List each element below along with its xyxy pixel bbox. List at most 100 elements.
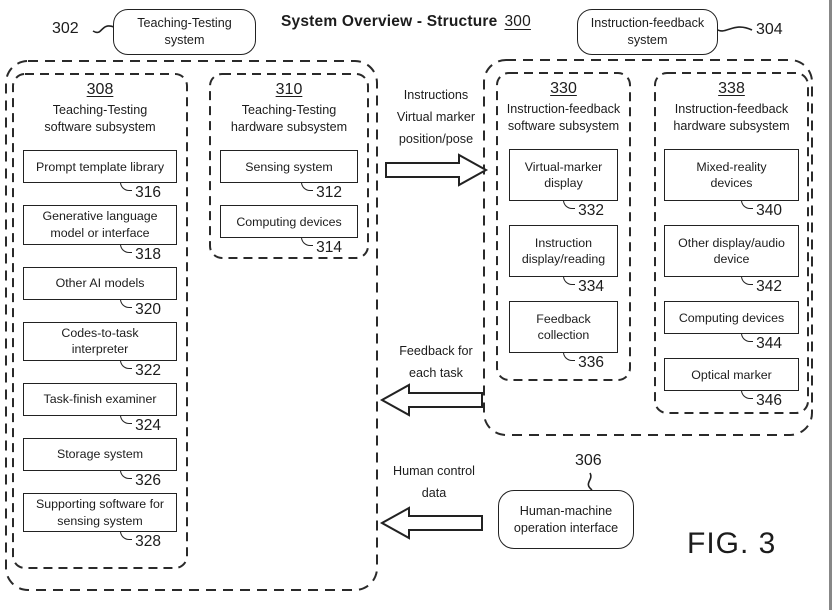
group-330-dashed-container <box>496 72 631 381</box>
box-optical-marker: Optical marker <box>664 358 799 392</box>
group-310-dashed-container <box>209 73 369 259</box>
box-other-ai-models: Other AI models <box>23 266 177 300</box>
ref-tag-328: 328 <box>13 531 187 554</box>
group-310-ref: 310 <box>275 81 303 98</box>
ref-tag-312: 312 <box>210 182 368 205</box>
box-sensing-system: Sensing system <box>220 150 358 184</box>
ref-number-342: 342 <box>756 278 782 296</box>
box-task-finish-examiner: Task-finish examiner <box>23 382 177 416</box>
leader-hook-icon <box>741 200 754 210</box>
group-338-ref: 338 <box>718 80 745 97</box>
box-storage-system: Storage system <box>23 437 177 471</box>
leader-hook-icon <box>120 298 133 308</box>
teaching-testing-system-dashed-container <box>5 60 378 591</box>
connector-306 <box>587 472 593 491</box>
fig-label: FIG. 3 <box>687 527 777 560</box>
group-308-ref: 308 <box>86 81 114 98</box>
ref-tag-334: 334 <box>497 276 630 301</box>
ref-tag-332: 332 <box>497 200 630 225</box>
feedback-arrow-left <box>379 383 483 417</box>
group-338-dashed-container <box>654 72 809 414</box>
leader-hook-icon <box>563 200 576 210</box>
box-prompt-template-library: Prompt template library <box>23 150 177 184</box>
ref-tag-320: 320 <box>13 298 187 322</box>
figure-title: System Overview - Structure 300 <box>281 13 531 31</box>
ref-number-318: 318 <box>135 245 161 263</box>
ref-number-340: 340 <box>756 202 782 220</box>
ref-tag-346: 346 <box>655 390 808 415</box>
leader-hook-icon <box>120 414 133 424</box>
group-308-dashed-container <box>12 73 188 569</box>
box-computing-devices-310: Computing devices <box>220 205 358 239</box>
ref-tag-344: 344 <box>655 333 808 358</box>
leader-hook-icon <box>120 531 133 541</box>
leader-hook-icon <box>301 182 314 192</box>
leader-hook-icon <box>301 237 314 247</box>
ref-label-302: 302 <box>52 20 79 37</box>
leader-hook-icon <box>741 390 754 400</box>
leader-hook-icon <box>120 469 133 479</box>
ref-number-314: 314 <box>316 239 342 257</box>
ref-number-332: 332 <box>578 202 604 220</box>
ref-number-316: 316 <box>135 184 161 202</box>
leader-hook-icon <box>563 276 576 286</box>
ref-number-324: 324 <box>135 416 161 434</box>
ref-number-322: 322 <box>135 361 161 379</box>
ref-number-344: 344 <box>756 335 782 353</box>
connector-304 <box>715 26 753 32</box>
ref-tag-340: 340 <box>655 200 808 225</box>
ref-number-336: 336 <box>578 354 604 372</box>
leader-hook-icon <box>741 276 754 286</box>
figure-title-ref: 300 <box>504 13 531 30</box>
page-edge-line <box>829 0 832 610</box>
ref-tag-324: 324 <box>13 414 187 438</box>
ref-tag-342: 342 <box>655 276 808 301</box>
ref-label-306: 306 <box>575 452 602 469</box>
ref-tag-326: 326 <box>13 469 187 493</box>
leader-hook-icon <box>741 333 754 343</box>
ref-number-326: 326 <box>135 471 161 489</box>
instruction-feedback-system-dashed-container <box>483 59 813 436</box>
figure-title-text: System Overview - Structure <box>281 13 498 30</box>
ref-tag-314: 314 <box>210 237 368 260</box>
ref-number-328: 328 <box>135 533 161 551</box>
instructions-arrow-right <box>385 153 489 187</box>
group-330-ref: 330 <box>550 80 577 97</box>
ref-tag-322: 322 <box>13 359 187 383</box>
connector-302 <box>92 25 115 34</box>
leader-hook-icon <box>563 352 576 362</box>
leader-hook-icon <box>120 243 133 253</box>
ref-tag-318: 318 <box>13 243 187 267</box>
human-control-arrow-left <box>379 506 483 540</box>
ref-number-312: 312 <box>316 184 342 202</box>
leader-hook-icon <box>120 359 133 369</box>
box-computing-devices-338: Computing devices <box>664 301 799 335</box>
ref-tag-316: 316 <box>13 182 187 205</box>
ref-number-334: 334 <box>578 278 604 296</box>
ref-number-320: 320 <box>135 300 161 318</box>
